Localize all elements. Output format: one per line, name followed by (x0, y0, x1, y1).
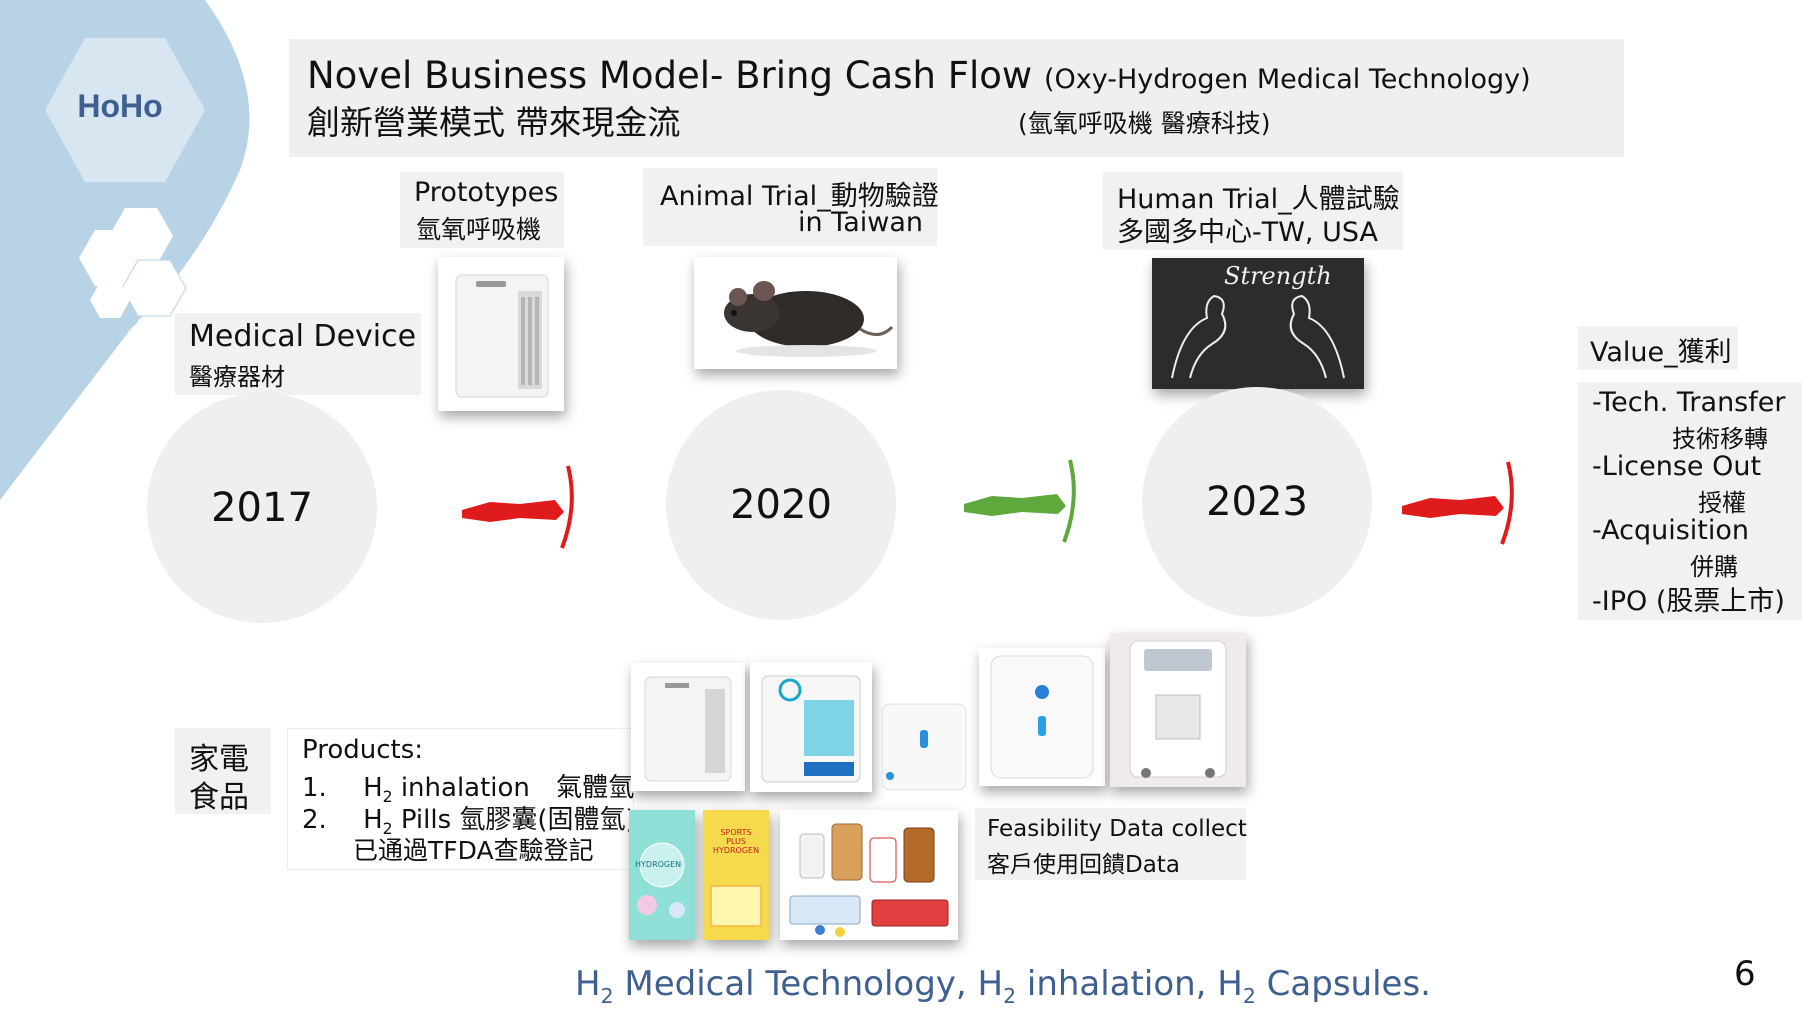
human-trial-line2: 多國多中心-TW, USA (1117, 217, 1378, 248)
year-2023: 2023 (1206, 479, 1308, 525)
prototypes-line2: 氫氧呼吸機 (416, 215, 542, 244)
title-en-main: Novel Business Model- Bring Cash Flow (307, 54, 1033, 97)
home-food-line2: 食品 (189, 780, 249, 815)
products-item-2-text: Pills 氫膠囊(固體氫) (400, 805, 636, 835)
pill-pack-2-label: SPORTS PLUS HYDROGEN (707, 828, 765, 855)
year-circle-2023: 2023 (1142, 387, 1372, 617)
product-image-pill-pack-2: SPORTS PLUS HYDROGEN (703, 810, 769, 940)
pill-pack-2-line1: SPORTS (720, 828, 752, 837)
medical-device-zh: 醫療器材 (189, 363, 285, 391)
product-image-pills (780, 810, 958, 940)
product-image-inhaler-5 (1110, 633, 1246, 787)
value-item-acquisition-zh: 併購 (1690, 553, 1738, 581)
prototypes-line1: Prototypes (414, 177, 559, 208)
arrow-green-icon (964, 459, 1076, 543)
page-subtitle-zh: (氫氧呼吸機 醫療科技) (1018, 109, 1271, 138)
value-list: -Tech. Transfer 技術移轉 -License Out 授權 -Ac… (1578, 382, 1802, 620)
footer-part2: inhalation, H (1026, 964, 1243, 1004)
value-item-license-out-zh: 授權 (1698, 489, 1746, 517)
products-item-1-text: inhalation (400, 773, 530, 803)
products-item-2-h2: H2 (363, 805, 393, 839)
chalkboard-text: Strength (1224, 262, 1332, 290)
feasibility-line2: 客戶使用回饋Data (987, 852, 1180, 878)
animal-trial-line2: in Taiwan (797, 207, 923, 238)
value-item-license-out: -License Out (1592, 451, 1762, 482)
logo-text: HoHo (77, 88, 163, 124)
h-subscript: 2 (600, 983, 614, 1008)
footer-part1: Medical Technology, H (624, 964, 1004, 1004)
products-title: Products: (302, 735, 424, 765)
home-food-line1: 家電 (189, 742, 249, 777)
value-item-tech-transfer-zh: 技術移轉 (1672, 425, 1768, 453)
chalkboard-image: Strength (1152, 258, 1364, 389)
arrow-red-2-icon (1402, 461, 1514, 545)
products-box: Products: 1. H2 inhalation 氣體氫 2. H2 Pil… (287, 728, 636, 870)
logo-hexagon (45, 38, 205, 182)
prototype-device-image (438, 257, 564, 411)
product-image-inhaler-3 (876, 694, 972, 796)
h-subscript: 2 (382, 820, 393, 839)
value-item-tech-transfer: -Tech. Transfer (1592, 387, 1786, 418)
footer-h2-1: H2 (575, 964, 614, 1008)
product-image-inhaler-1 (631, 663, 745, 791)
h-subscript: 2 (1242, 983, 1256, 1008)
value-item-acquisition: -Acquisition (1592, 515, 1750, 546)
product-image-inhaler-4 (979, 648, 1105, 786)
medical-device-en: Medical Device (189, 319, 417, 354)
title-en-sub: (Oxy-Hydrogen Medical Technology) (1043, 64, 1531, 95)
page-title-zh: 創新營業模式 帶來現金流 (307, 103, 681, 142)
corner-decoration (0, 0, 250, 500)
product-image-pill-pack-1: HYDROGEN (629, 810, 695, 940)
animal-trial-label: Animal Trial_動物驗證 in Taiwan (643, 168, 939, 246)
mouse-image (694, 257, 897, 369)
year-2017: 2017 (211, 485, 313, 531)
h-symbol: H (363, 773, 383, 803)
feasibility-line1: Feasibility Data collect (987, 816, 1247, 842)
human-trial-label: Human Trial_人體試驗 多國多中心-TW, USA (1103, 172, 1403, 250)
feasibility-box: Feasibility Data collect 客戶使用回饋Data (975, 808, 1247, 880)
title-banner (289, 39, 1624, 157)
products-tfda-note: 已通過TFDA查驗登記 (353, 836, 594, 865)
arrow-red-1-icon (462, 465, 574, 549)
prototypes-label: Prototypes 氫氧呼吸機 (400, 172, 564, 248)
h-symbol: H (363, 805, 383, 835)
footer-part3: Capsules. (1266, 964, 1431, 1004)
h-subscript: 2 (1003, 983, 1017, 1008)
h-symbol: H (575, 964, 601, 1004)
products-item-1: 1. H2 inhalation 氣體氫 (302, 767, 634, 806)
footer-tagline: H2 Medical Technology, H2 inhalation, H2… (575, 964, 1431, 1008)
h-subscript: 2 (382, 788, 393, 807)
pill-pack-2-line2: PLUS (726, 837, 746, 846)
home-food-label: 家電 食品 (175, 728, 271, 815)
year-2020: 2020 (730, 482, 832, 528)
animal-trial-line1: Animal Trial_動物驗證 (660, 181, 939, 212)
page-title-en: Novel Business Model- Bring Cash Flow (O… (307, 54, 1531, 97)
products-item-2: 2. H2 Pills 氫膠囊(固體氫) (302, 799, 636, 838)
year-circle-2020: 2020 (666, 390, 896, 620)
products-item-2-num: 2. (302, 805, 327, 835)
products-item-1-num: 1. (302, 773, 327, 803)
medical-device-label: Medical Device 醫療器材 (175, 313, 421, 395)
products-item-1-zh: 氣體氫 (556, 773, 635, 803)
value-title: Value_獲利 (1590, 337, 1732, 368)
value-item-ipo: -IPO (股票上市) (1592, 586, 1785, 617)
product-image-inhaler-2 (750, 662, 872, 792)
human-trial-line1: Human Trial_人體試驗 (1117, 184, 1400, 215)
value-title-box: Value_獲利 (1578, 326, 1738, 370)
year-circle-2017: 2017 (147, 393, 377, 623)
pill-pack-2-line3: HYDROGEN (712, 846, 760, 855)
products-item-1-h2: H2 (363, 773, 393, 807)
pill-pack-1-label: HYDROGEN (635, 860, 682, 869)
page-number: 6 (1734, 954, 1756, 994)
